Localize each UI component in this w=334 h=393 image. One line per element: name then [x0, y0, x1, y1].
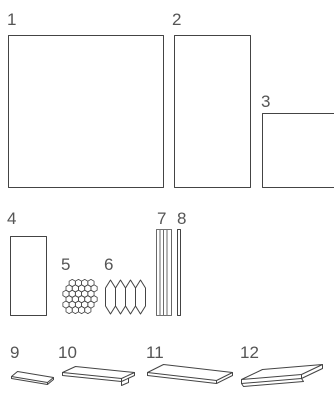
hexagon-cell	[85, 306, 91, 313]
tile-11-step-tread	[148, 365, 233, 384]
tile-6-picket-tiles	[106, 280, 146, 314]
tile-10-step-nosing	[63, 367, 135, 386]
tile-9-bullnose-trim	[12, 372, 54, 385]
tile-5-hexagon-mosaic	[63, 279, 97, 313]
hexagon-cell	[78, 306, 84, 313]
tile-4-small-rectangle	[11, 237, 47, 316]
hexagon-cell	[66, 306, 72, 313]
hexagon-cell	[72, 306, 78, 313]
tile-3-wide-rectangle	[263, 114, 334, 188]
tile-2-tall-rectangle	[175, 36, 251, 188]
tile-12-step-tread-edged	[242, 365, 323, 387]
tile-7-listello-strip	[157, 230, 172, 316]
tile-8-pencil-liner	[178, 230, 181, 316]
tile-1-large-square	[9, 36, 164, 188]
